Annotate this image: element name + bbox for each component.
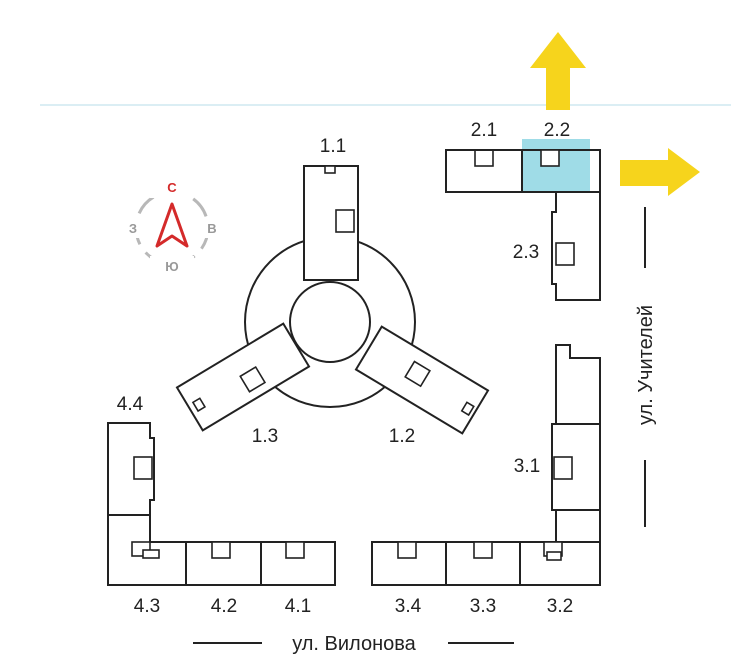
building-1-2[interactable] — [354, 325, 490, 435]
compass-needle-icon — [155, 202, 189, 248]
building-label-3-4: 3.4 — [395, 596, 422, 617]
building-4-4[interactable] — [107, 422, 155, 516]
building-2-1[interactable] — [445, 149, 523, 193]
building-label-1-3: 1.3 — [252, 426, 278, 447]
building-label-4-3: 4.3 — [134, 596, 160, 617]
entrance-arrow-up — [530, 32, 586, 110]
building-4-2[interactable] — [185, 541, 262, 586]
street-label-vilonova: ул. Вилонова — [292, 633, 416, 655]
compass-east: В — [207, 221, 216, 236]
building-3-4[interactable] — [371, 541, 447, 586]
building-label-3-1: 3.1 — [514, 456, 540, 477]
building-3-2[interactable] — [519, 541, 601, 586]
compass-south: Ю — [165, 259, 178, 274]
compass-north: С — [167, 180, 177, 195]
entrance-arrow-right — [620, 148, 700, 196]
building-2-3[interactable] — [551, 191, 601, 301]
building-label-1-1: 1.1 — [320, 136, 346, 157]
building-3-3[interactable] — [445, 541, 521, 586]
building-label-2-1: 2.1 — [471, 120, 497, 141]
building-1-1[interactable] — [303, 165, 359, 281]
building-label-1-2: 1.2 — [389, 426, 415, 447]
building-1-3[interactable] — [175, 322, 311, 432]
building-label-2-3: 2.3 — [513, 242, 539, 263]
compass-west: З — [129, 221, 137, 236]
building-label-2-2: 2.2 — [544, 120, 570, 141]
building-label-3-3: 3.3 — [470, 596, 496, 617]
street-label-uchiteley: ул. Учителей — [635, 305, 657, 425]
building-label-4-2: 4.2 — [211, 596, 237, 617]
building-label-3-2: 3.2 — [547, 596, 573, 617]
building-label-4-1: 4.1 — [285, 596, 311, 617]
building-label-4-4: 4.4 — [117, 394, 144, 415]
building-4-3[interactable] — [107, 514, 187, 586]
courtyard-inner-circle — [289, 281, 371, 363]
compass: С Ю З В — [124, 180, 220, 274]
building-4-1[interactable] — [260, 541, 336, 586]
